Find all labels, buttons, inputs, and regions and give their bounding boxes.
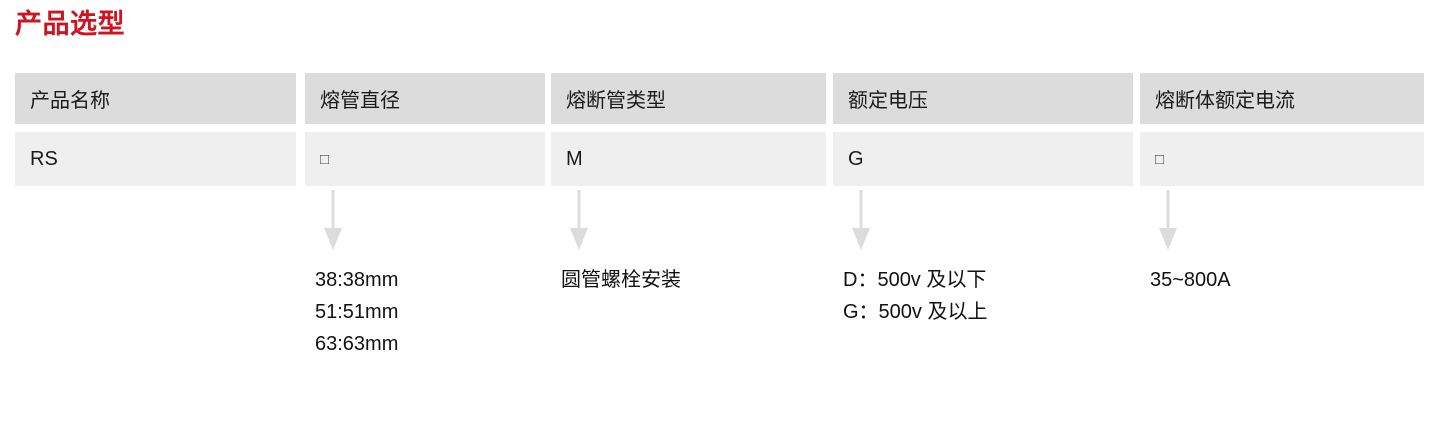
- table-column: 熔断体额定电流 □ 35~800A: [1140, 73, 1424, 413]
- note-line: D：500v 及以下: [843, 269, 987, 291]
- note-line: 35~800A: [1150, 269, 1231, 291]
- note-line: 51:51mm: [315, 301, 399, 323]
- note-line: 38:38mm: [315, 269, 399, 291]
- column-header: 熔断管类型: [551, 73, 826, 124]
- column-header: 熔断体额定电流: [1140, 73, 1424, 124]
- table-column: 熔管直径 □ 38:38mm 51:51mm 63:63mm: [305, 73, 545, 413]
- column-notes: 38:38mm 51:51mm 63:63mm: [315, 264, 398, 360]
- column-header: 产品名称: [15, 73, 296, 124]
- column-value: RS: [15, 132, 296, 186]
- column-header: 熔管直径: [305, 73, 545, 124]
- down-arrow-icon: [850, 190, 872, 252]
- down-arrow-icon: [1157, 190, 1179, 252]
- square-placeholder-icon: □: [1140, 132, 1424, 186]
- note-line: 圆管螺栓安装: [561, 269, 681, 291]
- down-arrow-icon: [568, 190, 590, 252]
- table-column: 产品名称 RS: [15, 73, 296, 413]
- column-header: 额定电压: [833, 73, 1133, 124]
- page-title: 产品选型: [15, 9, 125, 39]
- square-placeholder-icon: □: [305, 132, 545, 186]
- column-notes: D：500v 及以下 G：500v 及以上: [843, 264, 987, 328]
- column-notes: 35~800A: [1150, 264, 1231, 296]
- column-value: M: [551, 132, 826, 186]
- table-column: 熔断管类型 M 圆管螺栓安装: [551, 73, 826, 413]
- table-column: 额定电压 G D：500v 及以下 G：500v 及以上: [833, 73, 1133, 413]
- column-value: G: [833, 132, 1133, 186]
- note-line: 63:63mm: [315, 333, 399, 355]
- column-notes: 圆管螺栓安装: [561, 264, 681, 296]
- down-arrow-icon: [322, 190, 344, 252]
- note-line: G：500v 及以上: [843, 301, 988, 323]
